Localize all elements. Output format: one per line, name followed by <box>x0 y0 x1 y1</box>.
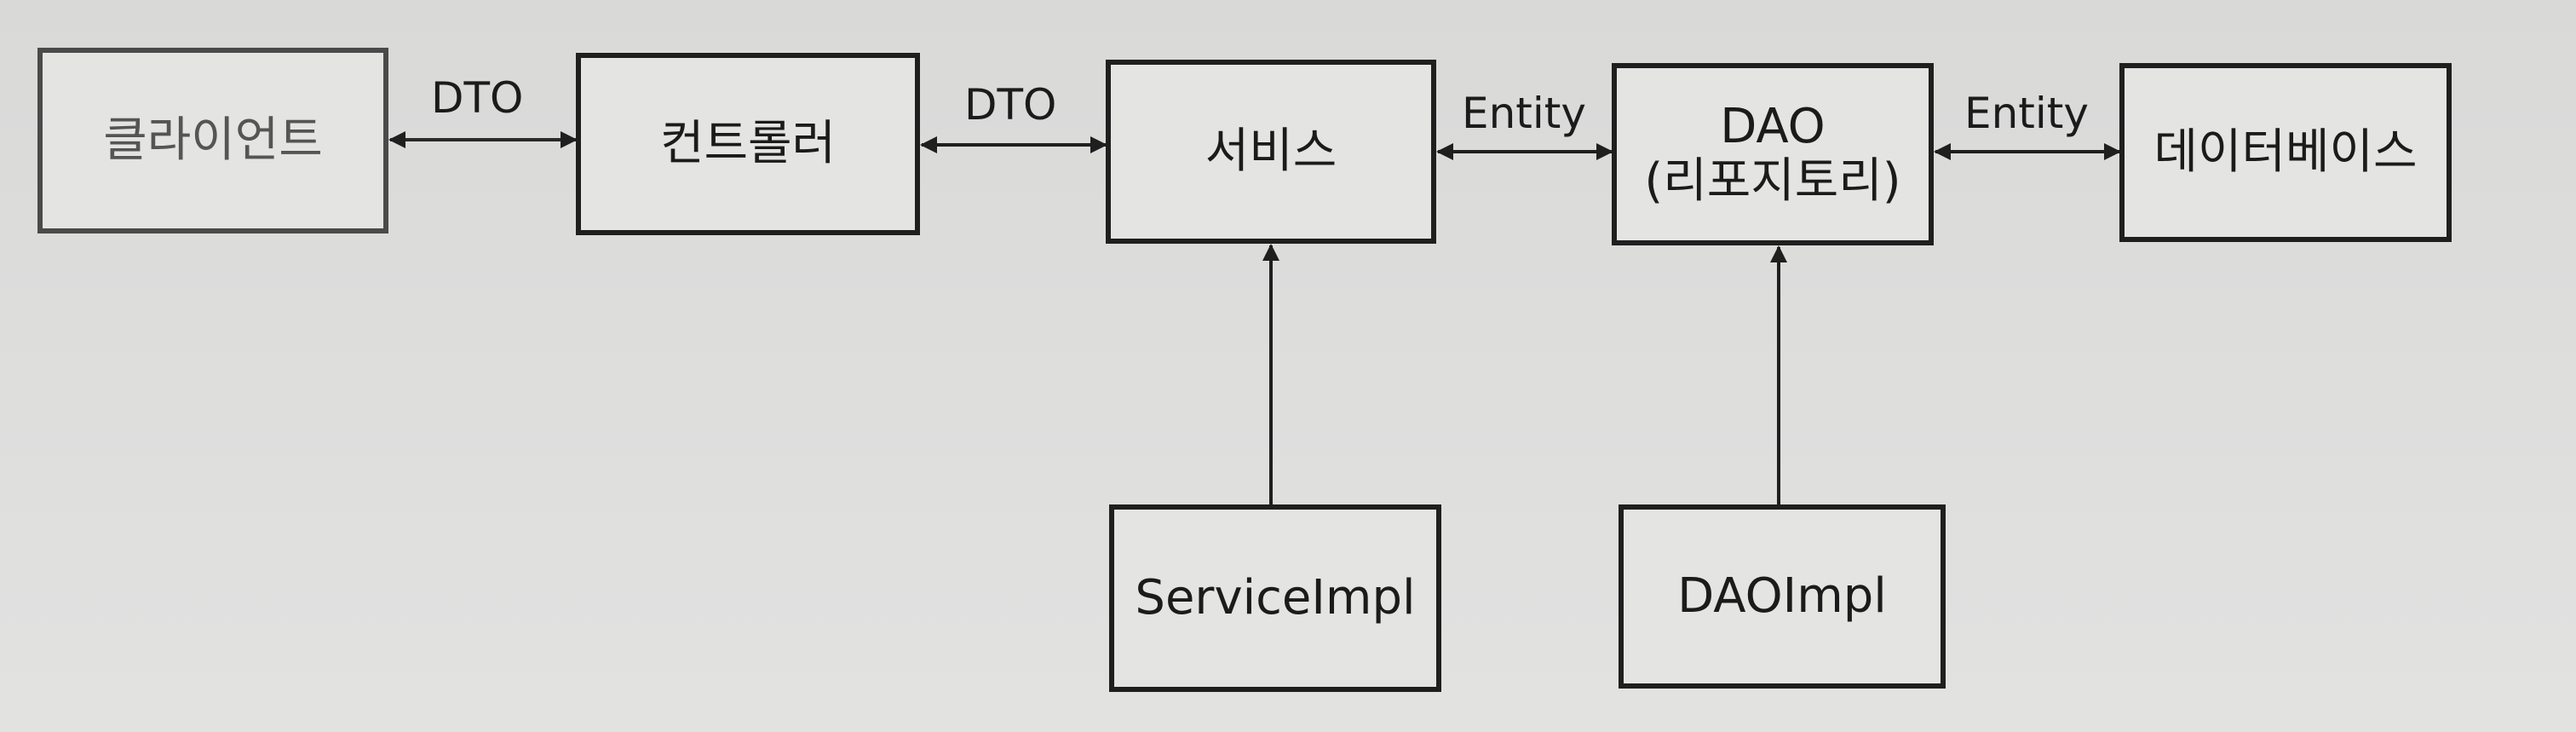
controller-label: 컨트롤러 <box>659 115 837 171</box>
dao-sublabel: (리포지토리) <box>1644 153 1901 209</box>
database-label: 데이터베이스 <box>2153 124 2418 180</box>
serviceimpl-box: ServiceImpl <box>1109 504 1441 692</box>
client-label: 클라이언트 <box>103 112 323 168</box>
edge-label-client-controller: DTO <box>431 73 524 123</box>
dao-label: DAO <box>1720 98 1826 154</box>
dao-label-stack: DAO (리포지토리) <box>1644 98 1901 210</box>
edge-label-service-dao: Entity <box>1462 89 1586 138</box>
edge-label-controller-service: DTO <box>964 80 1057 130</box>
dao-box: DAO (리포지토리) <box>1612 63 1934 245</box>
daoimpl-box: DAOImpl <box>1619 504 1946 689</box>
database-box: 데이터베이스 <box>2119 63 2452 242</box>
serviceimpl-label: ServiceImpl <box>1135 569 1416 625</box>
client-box: 클라이언트 <box>37 48 388 233</box>
service-box: 서비스 <box>1106 60 1436 244</box>
controller-box: 컨트롤러 <box>576 53 920 235</box>
daoimpl-label: DAOImpl <box>1677 568 1887 624</box>
edge-label-dao-database: Entity <box>1964 89 2089 138</box>
service-label: 서비스 <box>1205 123 1337 179</box>
